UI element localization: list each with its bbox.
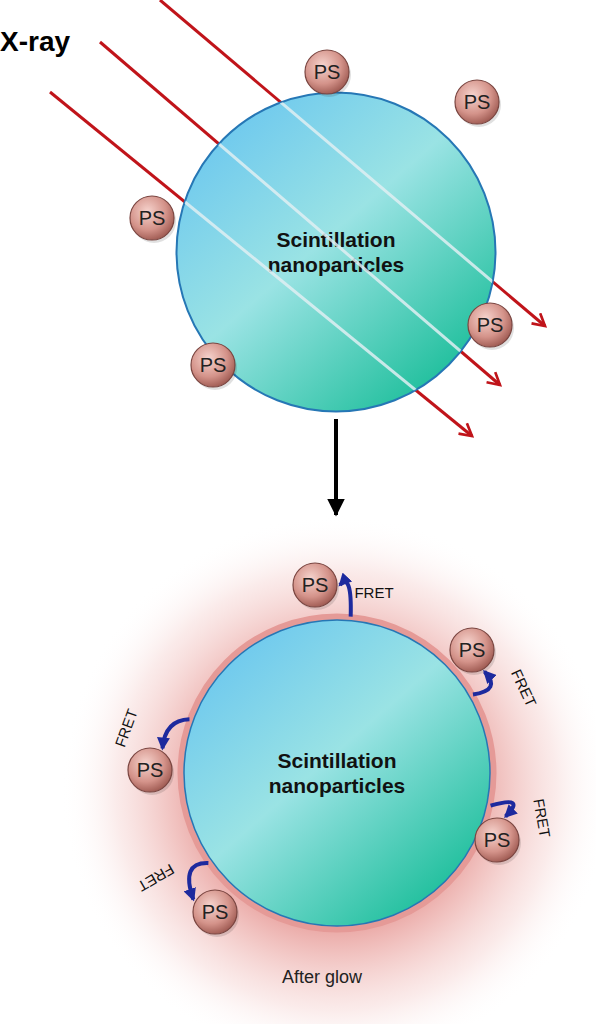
ps-label: PS xyxy=(202,901,229,924)
text-holder: PS xyxy=(454,79,500,125)
text-holder: PS xyxy=(190,342,236,388)
text-holder: PS xyxy=(467,302,513,348)
nanoparticle-label: Scintillation nanoparticles xyxy=(250,748,425,798)
ps-label: PS xyxy=(459,639,486,662)
text-holder: PS xyxy=(292,562,338,608)
photosensitizer: PS xyxy=(192,889,238,935)
photosensitizer-circle xyxy=(128,748,172,792)
photosensitizer: PS xyxy=(474,817,520,863)
photosensitizer: PS xyxy=(304,49,350,95)
x-ray-beam-inside xyxy=(160,0,545,326)
node-outline xyxy=(177,613,497,933)
photosensitizer: PS xyxy=(190,342,236,388)
x-ray-beam-inside xyxy=(100,42,500,385)
ps-label: PS xyxy=(137,759,164,782)
photosensitizer: PS xyxy=(129,195,175,241)
x-ray-beam-inside xyxy=(50,92,472,436)
text-holder: PS xyxy=(449,627,495,673)
text-holder: Scintillation nanoparticles xyxy=(177,613,497,933)
fret-arrow xyxy=(473,672,491,695)
ps-label: PS xyxy=(477,314,504,337)
ps-label: PS xyxy=(484,829,511,852)
fret-arrow xyxy=(189,863,208,899)
ps-label: PS xyxy=(139,207,166,230)
photosensitizer-circle xyxy=(475,818,519,862)
photosensitizer: PS xyxy=(292,562,338,608)
nanoparticle-circle xyxy=(177,93,496,412)
nanoparticle-circle xyxy=(184,620,490,926)
photosensitizer: PS xyxy=(449,627,495,673)
text-holder: PS xyxy=(129,195,175,241)
text-holder: PS xyxy=(192,889,238,935)
nanoparticle-label: Scintillation nanoparticles xyxy=(249,227,424,277)
scintillation-nanoparticle: Scintillation nanoparticles xyxy=(177,613,497,933)
photosensitizer: PS xyxy=(467,302,513,348)
photosensitizer: PS xyxy=(454,79,500,125)
text-holder: PS xyxy=(127,747,173,793)
fret-arrow xyxy=(163,719,190,748)
text-holder: PS xyxy=(304,49,350,95)
afterglow-halo xyxy=(61,515,596,1024)
process-arrow xyxy=(334,419,338,515)
photosensitizer-circle xyxy=(305,50,349,94)
beam-label: X-ray xyxy=(0,26,70,58)
photosensitizer-circle xyxy=(293,563,337,607)
afterglow-label: After glow xyxy=(222,967,422,988)
photosensitizer: PS xyxy=(127,747,173,793)
photosensitizer-circle xyxy=(455,80,499,124)
ps-label: PS xyxy=(200,354,227,377)
afterglow-region: After glowScintillation nanoparticlesPSP… xyxy=(61,515,596,1024)
photosensitizer-circle xyxy=(130,196,174,240)
fret-arrow xyxy=(491,802,514,816)
photosensitizer-circle xyxy=(191,343,235,387)
photosensitizer-circle xyxy=(468,303,512,347)
ps-label: PS xyxy=(302,574,329,597)
ps-label: PS xyxy=(464,91,491,114)
fret-arrow xyxy=(340,582,351,617)
text-holder: PS xyxy=(474,817,520,863)
photosensitizer-circle xyxy=(450,628,494,672)
glow-ring xyxy=(181,617,493,929)
photosensitizer-circle xyxy=(193,890,237,934)
ps-label: PS xyxy=(314,61,341,84)
